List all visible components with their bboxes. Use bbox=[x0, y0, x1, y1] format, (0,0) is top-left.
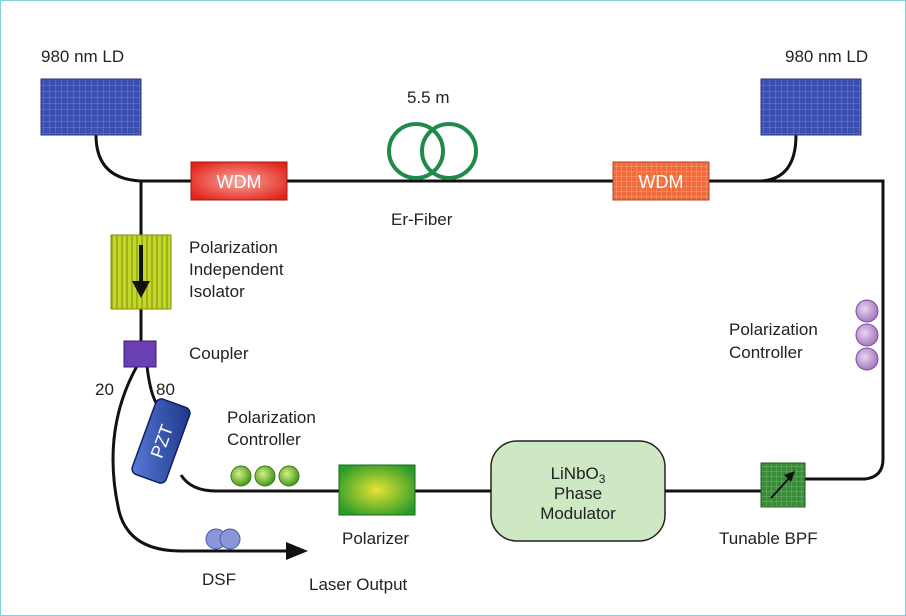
modulator-label-2: Phase bbox=[553, 484, 603, 503]
pc-left-paddles bbox=[230, 465, 300, 487]
modulator-label-main: LiNbO bbox=[550, 464, 599, 483]
ld-left-label: 980 nm LD bbox=[41, 47, 125, 66]
isolator-arrow-head bbox=[132, 281, 150, 298]
er-fiber-coil bbox=[387, 122, 478, 180]
bpf-arrow-head bbox=[784, 471, 795, 482]
fiber-paths bbox=[94, 134, 885, 553]
isolator-label-1: Polarization bbox=[189, 238, 278, 257]
wdm-left bbox=[190, 161, 288, 201]
isolator-label-3: Isolator bbox=[189, 282, 245, 301]
polarizer-label: Polarizer bbox=[342, 529, 410, 548]
pc-right-label-1: Polarization bbox=[729, 320, 818, 339]
fiber-main-top bbox=[141, 179, 885, 481]
wdm-right bbox=[612, 161, 710, 201]
pzt-group: PZT bbox=[131, 398, 191, 484]
port-20-label: 20 bbox=[95, 380, 114, 399]
port-80-label: 80 bbox=[156, 380, 175, 399]
pzt bbox=[131, 398, 191, 484]
ld-right bbox=[760, 78, 862, 136]
fiber-ld-left bbox=[94, 134, 142, 183]
pc-left-label-1: Polarization bbox=[227, 408, 316, 427]
isolator-label-2: Independent bbox=[189, 260, 284, 279]
coupler-label: Coupler bbox=[189, 344, 249, 363]
wdm-left-label: WDM bbox=[217, 172, 262, 192]
fiber-coupler-20 bbox=[111, 365, 286, 553]
er-fiber-label: Er-Fiber bbox=[391, 210, 453, 229]
tunable-bpf-label: Tunable BPF bbox=[719, 529, 818, 548]
ld-left bbox=[40, 78, 142, 136]
pc-left-label-2: Controller bbox=[227, 430, 301, 449]
modulator-label-sub: 3 bbox=[598, 472, 606, 486]
ld-right-label: 980 nm LD bbox=[785, 47, 869, 66]
polarizer bbox=[338, 464, 416, 516]
phase-modulator bbox=[490, 440, 666, 542]
fiber-length-label: 5.5 m bbox=[407, 88, 450, 107]
laser-output-label: Laser Output bbox=[309, 575, 408, 594]
laser-output-arrow bbox=[286, 542, 308, 560]
modulator-label-3: Modulator bbox=[540, 504, 616, 523]
dsf-label: DSF bbox=[202, 570, 236, 589]
modulator-label-1: LiNbO3 bbox=[491, 463, 665, 490]
wdm-right-label: WDM bbox=[639, 172, 684, 192]
coupler bbox=[123, 340, 157, 368]
fiber-pzt-out bbox=[179, 474, 491, 493]
dsf-coil bbox=[205, 528, 241, 550]
bpf-arrow-shaft bbox=[770, 475, 792, 499]
fiber-ld-right bbox=[760, 134, 798, 183]
pc-right-paddles bbox=[855, 299, 879, 371]
pc-right-label-2: Controller bbox=[729, 343, 803, 362]
